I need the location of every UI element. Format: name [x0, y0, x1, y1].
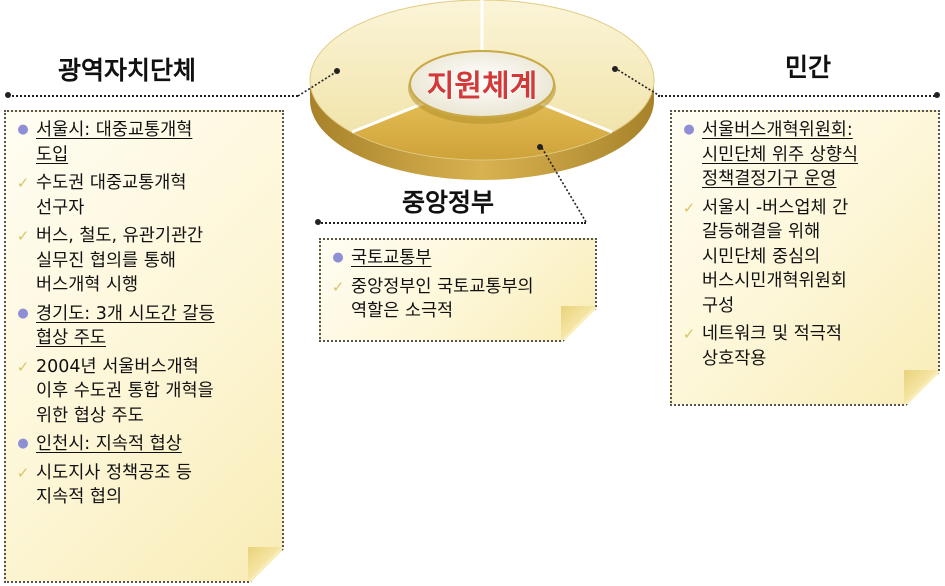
heading-central: 중앙정부: [402, 188, 495, 217]
list-item: ● 인천시: 지속적 협상: [14, 432, 274, 457]
connector-private-diagonal: [617, 69, 661, 97]
support-system-donut: 지원체계: [300, 0, 665, 190]
list-item: ✓ 네트워크 및 적극적 상호작용: [680, 322, 930, 371]
check-icon: ✓: [16, 174, 30, 192]
item-text: 시도지사 정책공조 등 지속적 협의: [36, 462, 193, 508]
heading-regional: 광역자치단체: [58, 56, 197, 85]
item-text: 중앙정부인 국토교통부의 역할은 소극적: [351, 276, 534, 322]
bullet-icon: ●: [17, 122, 29, 137]
item-text: 경기도: 3개 시도간 갈등 협상 주도: [36, 303, 215, 349]
list-item: ✓ 수도권 대중교통개혁 선구자: [14, 171, 274, 220]
bullet-icon: ●: [332, 250, 344, 265]
connector-central-diagonal: [541, 147, 587, 223]
center-label: 지원체계: [427, 69, 537, 104]
list-item: ✓ 중앙정부인 국토교통부의 역할은 소극적: [329, 275, 587, 324]
donut-hole: [409, 50, 555, 118]
connector-central-dot-end: [315, 219, 321, 225]
list-item: ● 서울시: 대중교통개혁 도입: [14, 118, 274, 167]
bullet-icon: ●: [683, 122, 695, 137]
connector-regional-dot-ring: [334, 68, 340, 74]
check-icon: ✓: [682, 325, 696, 343]
list-item: ✓ 서울시 -버스업체 간 갈등해결을 위해 시민단체 중심의 버스시민개혁위원…: [680, 196, 930, 319]
list-item: ● 국토교통부: [329, 246, 587, 271]
connector-regional-diagonal: [297, 71, 337, 97]
item-text: 수도권 대중교통개혁 선구자: [36, 173, 187, 218]
check-icon: ✓: [16, 227, 30, 245]
connector-central-dot-ring: [537, 144, 543, 150]
item-text: 인천시: 지속적 협상: [36, 434, 182, 454]
page-curl-cut: [563, 308, 597, 342]
item-text: 서울시 -버스업체 간 갈등해결을 위해 시민단체 중심의 버스시민개혁위원회 …: [702, 197, 849, 316]
page-curl-cut: [250, 549, 284, 583]
connector-private-line: [658, 95, 938, 97]
connector-regional-line: [8, 95, 298, 97]
donut-graphic: 지원체계: [309, 0, 655, 180]
item-text: 2004년 서울버스개혁 이후 수도권 통합 개혁을 위한 협상 주도: [36, 356, 214, 426]
item-text: 서울시: 대중교통개혁 도입: [36, 120, 193, 165]
note-regional: ● 서울시: 대중교통개혁 도입 ✓ 수도권 대중교통개혁 선구자 ✓ 버스, …: [4, 110, 284, 583]
connector-private-dot-ring: [612, 66, 618, 72]
item-text: 국토교통부: [351, 248, 432, 268]
bullet-icon: ●: [17, 436, 29, 451]
list-item: ● 서울버스개혁위원회: 시민단체 위주 상향식 정책결정기구 운영: [680, 118, 930, 192]
connector-central-line: [318, 222, 586, 224]
check-icon: ✓: [16, 463, 30, 482]
check-icon: ✓: [16, 357, 30, 376]
check-icon: ✓: [331, 277, 345, 296]
note-private: ● 서울버스개혁위원회: 시민단체 위주 상향식 정책결정기구 운영 ✓ 서울시…: [670, 110, 940, 406]
check-icon: ✓: [682, 198, 696, 217]
heading-private: 민간: [785, 53, 832, 82]
list-item: ✓ 2004년 서울버스개혁 이후 수도권 통합 개혁을 위한 협상 주도: [14, 355, 274, 429]
item-text: 버스, 철도, 유관기관간 실무진 협의를 통해 버스개혁 시행: [36, 226, 204, 295]
page-curl-cut: [906, 372, 940, 406]
list-item: ● 경기도: 3개 시도간 갈등 협상 주도: [14, 302, 274, 351]
connector-regional-dot-end: [5, 92, 11, 98]
item-text: 네트워크 및 적극적 상호작용: [702, 324, 842, 369]
item-text: 서울버스개혁위원회: 시민단체 위주 상향식 정책결정기구 운영: [702, 120, 859, 189]
list-item: ✓ 버스, 철도, 유관기관간 실무진 협의를 통해 버스개혁 시행: [14, 224, 274, 298]
bullet-icon: ●: [17, 305, 29, 321]
note-central: ● 국토교통부 ✓ 중앙정부인 국토교통부의 역할은 소극적: [319, 238, 597, 342]
list-item: ✓ 시도지사 정책공조 등 지속적 협의: [14, 461, 274, 510]
connector-private-dot-end: [934, 92, 940, 98]
